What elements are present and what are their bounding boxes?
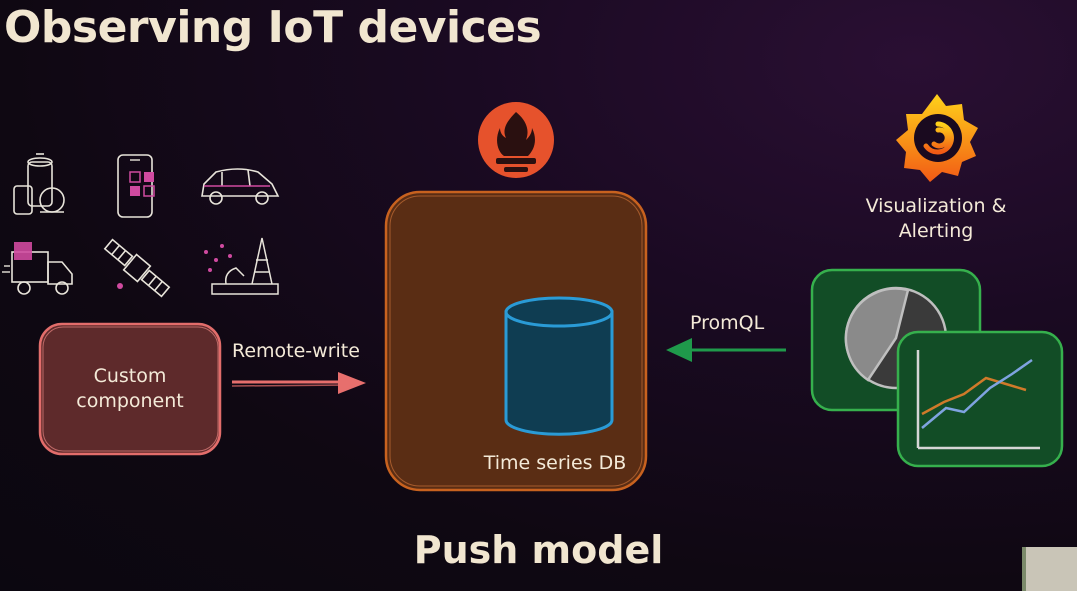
remote-write-arrow xyxy=(231,372,366,394)
slide-title: Observing IoT devices xyxy=(4,2,542,53)
satellite-icon xyxy=(103,238,171,298)
delivery-truck-icon xyxy=(2,242,73,295)
oil-rig-icon xyxy=(204,237,279,295)
remote-write-label: Remote-write xyxy=(232,340,360,362)
database-devices-icon xyxy=(13,153,65,215)
prometheus-logo-icon xyxy=(478,102,554,178)
tsdb-label: Time series DB xyxy=(483,452,627,474)
video-corner-overlay xyxy=(1022,547,1077,591)
custom-component-label: Custom component xyxy=(76,365,184,412)
database-cylinder-icon xyxy=(504,296,614,436)
custom-component-box xyxy=(38,322,222,456)
viz-alerting-label: Visualization & Alerting xyxy=(865,195,1007,242)
push-model-title: Push model xyxy=(413,528,664,572)
promql-label: PromQL xyxy=(690,312,765,334)
car-icon xyxy=(201,168,280,205)
promql-arrow xyxy=(666,338,786,362)
smartphone-icon xyxy=(117,154,155,218)
line-chart-icon xyxy=(896,330,1064,468)
grafana-logo-icon xyxy=(896,94,978,182)
